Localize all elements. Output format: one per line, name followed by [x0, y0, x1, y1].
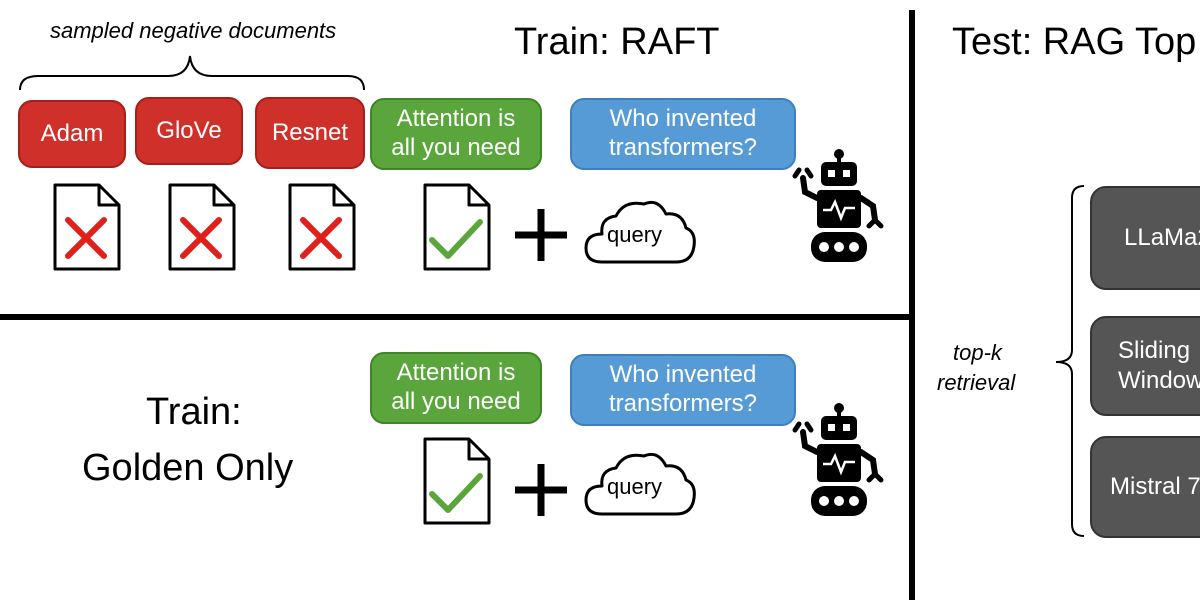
negative-doc-adam: Adam — [18, 100, 126, 168]
golden-only-title-line1: Train: — [146, 391, 242, 433]
negatives-caption: sampled negative documents — [50, 18, 337, 43]
model-box-sliding-window: Sliding Window — [1090, 316, 1200, 416]
model-label: Sliding Window — [1118, 337, 1200, 394]
golden-doc-box: Attention is all you need — [370, 352, 542, 424]
robot-icon — [792, 403, 884, 516]
retrieval-label-line1: top-k — [953, 340, 1002, 365]
document-cross-icon — [53, 183, 121, 271]
test-title: Test: RAG Top — [952, 21, 1197, 63]
model-label: Mistral 7 — [1110, 472, 1200, 500]
golden-only-title-line2: Golden Only — [82, 447, 294, 489]
model-box-mistral: Mistral 7 — [1090, 436, 1200, 538]
raft-title: Train: RAFT — [514, 21, 720, 63]
negative-doc-glove: GloVe — [135, 97, 243, 165]
horizontal-divider — [0, 314, 912, 320]
models-brace — [1055, 185, 1085, 537]
cloud-icon — [584, 452, 696, 516]
document-cross-icon — [288, 183, 356, 271]
query-label: query — [607, 474, 663, 499]
plus-icon — [515, 464, 567, 516]
robot-icon — [792, 149, 884, 262]
query-label: query — [607, 222, 663, 247]
document-cross-icon — [168, 183, 236, 271]
document-check-icon — [423, 437, 491, 525]
retrieval-label-line2: retrieval — [937, 370, 1016, 395]
plus-icon — [515, 209, 567, 261]
cloud-icon — [584, 200, 696, 264]
golden-doc-box: Attention is all you need — [370, 98, 542, 170]
question-box: Who invented transformers? — [570, 98, 796, 170]
model-box-llama2: LLaMa2 — [1090, 186, 1200, 290]
negative-doc-resnet: Resnet — [255, 97, 365, 169]
negatives-brace — [19, 55, 365, 91]
question-box: Who invented transformers? — [570, 354, 796, 426]
model-label: LLaMa2 — [1124, 223, 1200, 251]
vertical-divider — [909, 10, 915, 600]
document-check-icon — [423, 183, 491, 271]
